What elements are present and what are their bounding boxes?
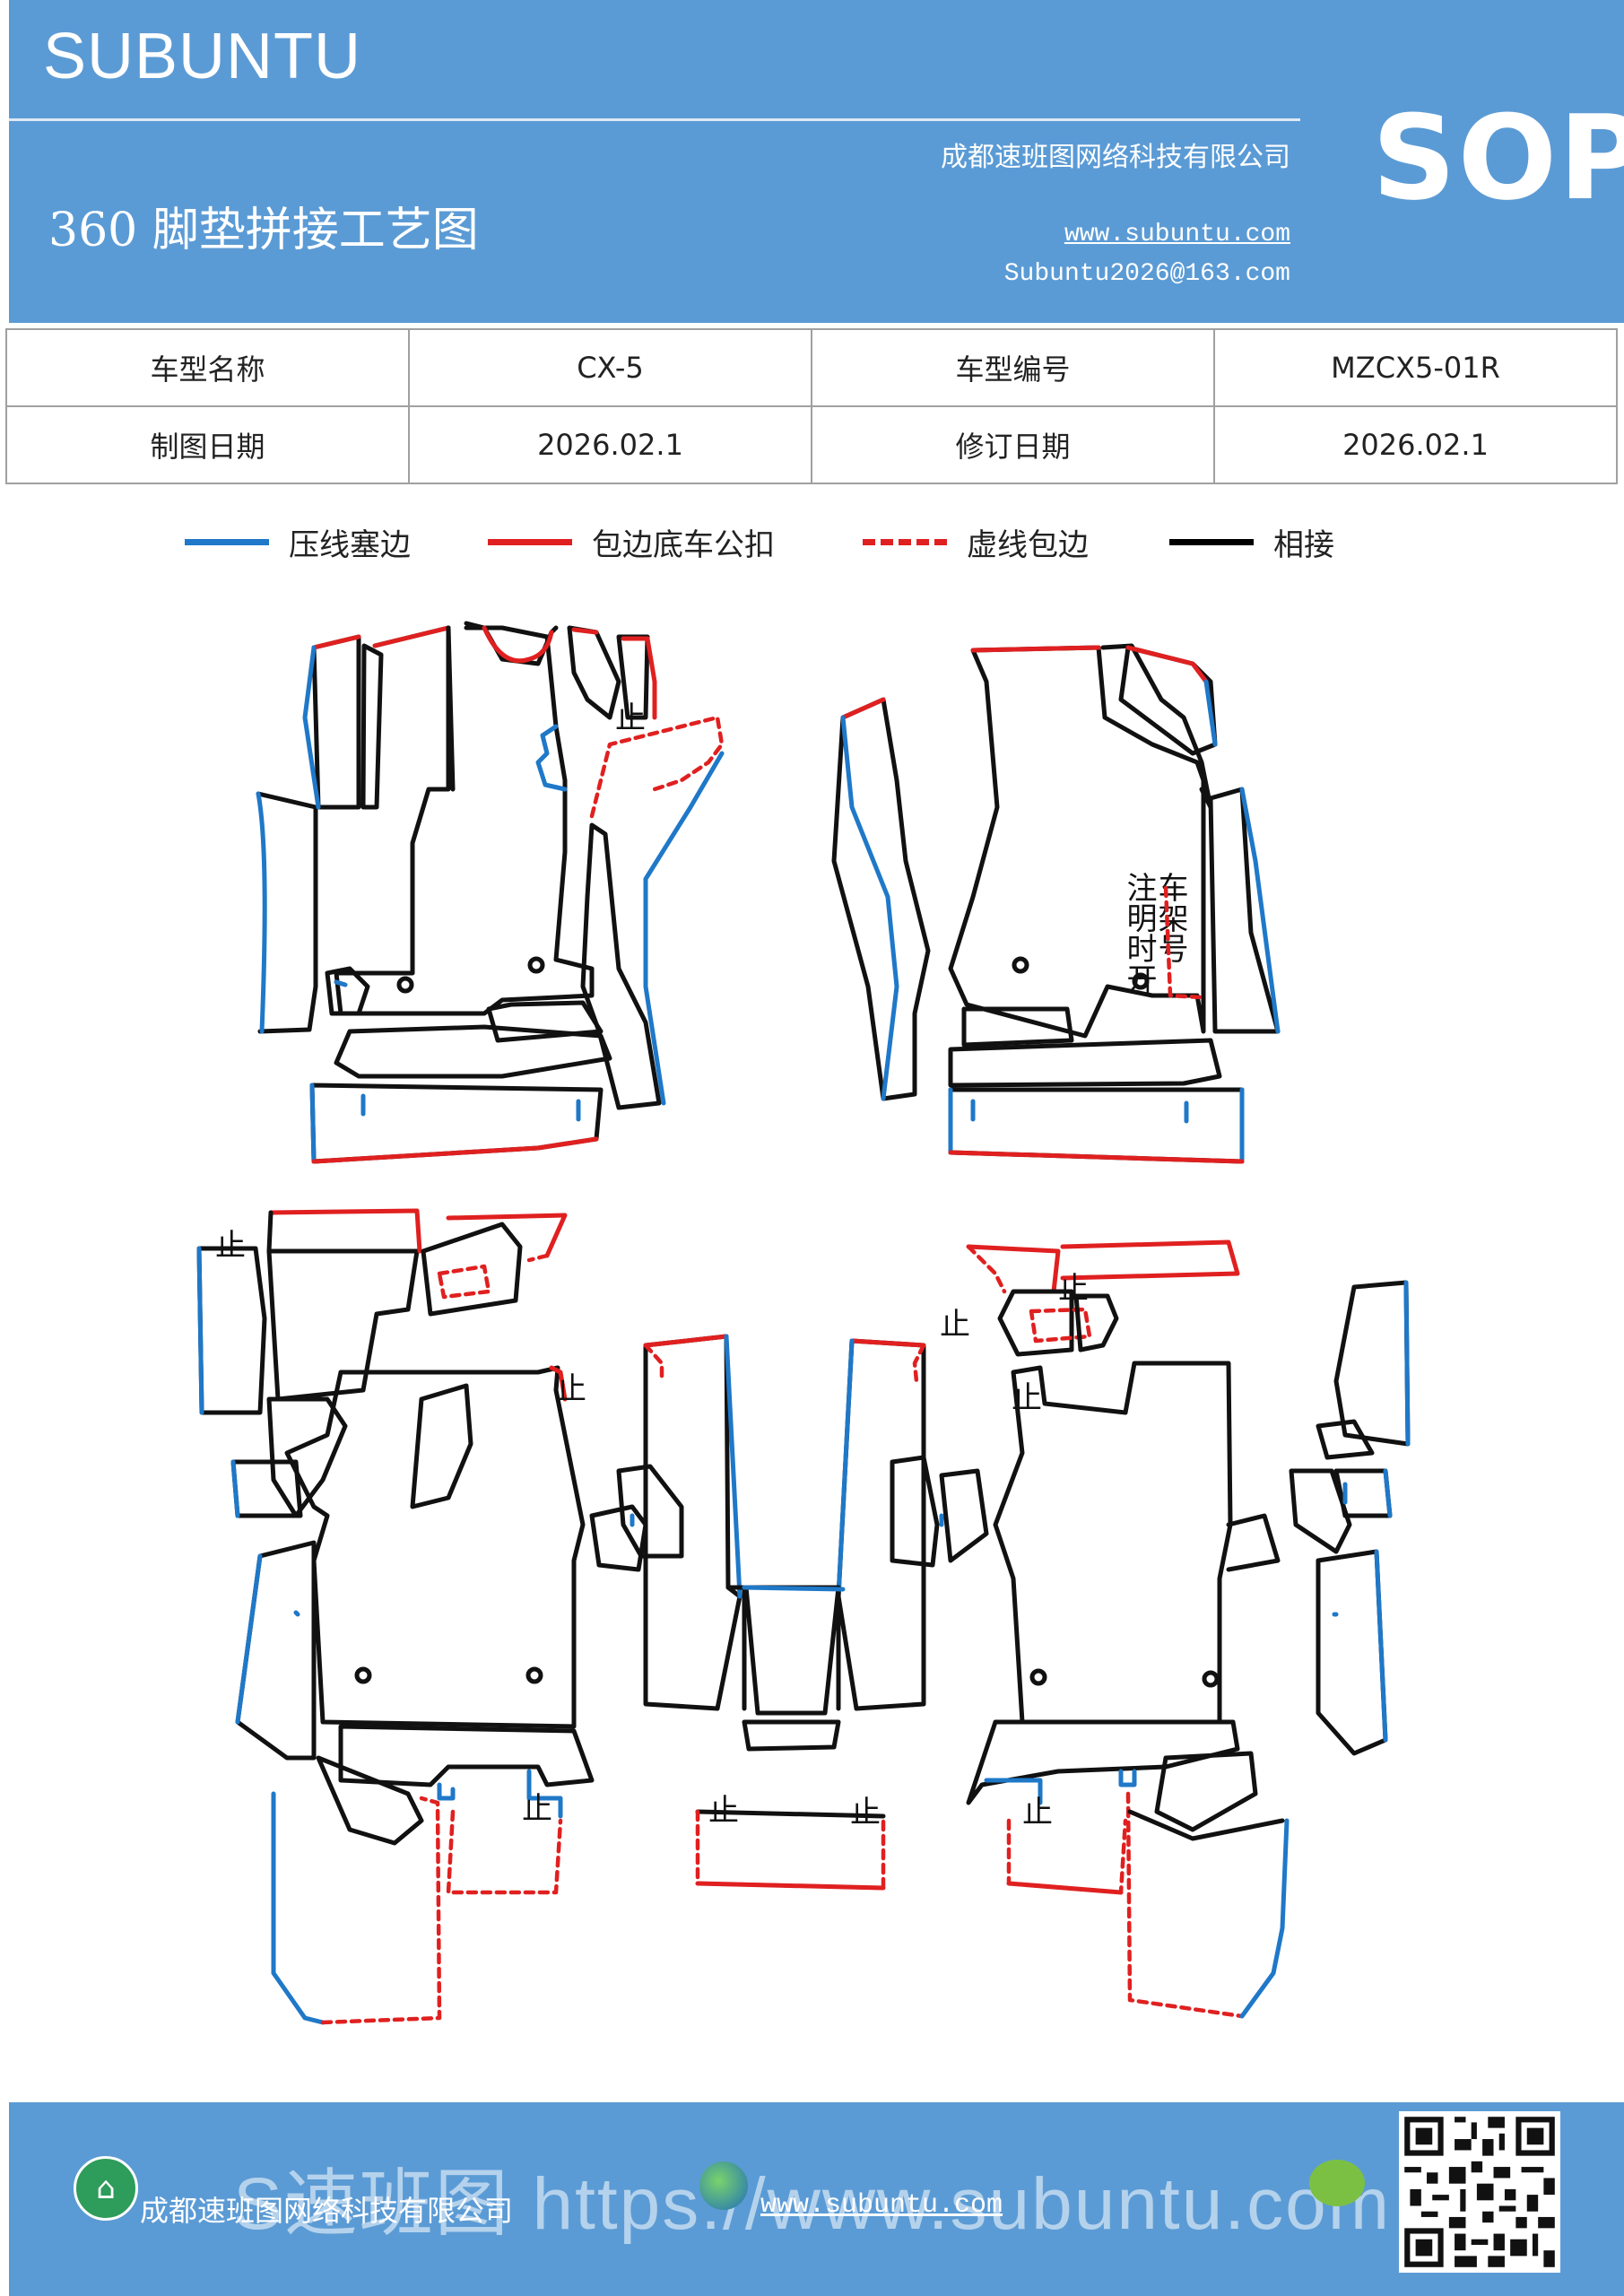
brand-logo-text: SUBUNTU [43, 21, 362, 92]
legend-label: 压线塞边 [289, 527, 411, 563]
stop-mark: 止 [1022, 1795, 1053, 1831]
revise-date-label: 修订日期 [811, 405, 1215, 484]
footer-watermark: S速班图 https://www.subuntu.com [233, 2163, 1392, 2245]
table-row: 制图日期 2026.02.1 修订日期 2026.02.1 [5, 405, 1618, 484]
stop-mark: 止 [940, 1307, 970, 1343]
legend-label: 相接 [1273, 527, 1334, 563]
legend-label: 包边底车公扣 [592, 527, 775, 563]
top-right-mat-group: 注明时开 车架号 [831, 643, 1281, 1164]
draw-date-value: 2026.02.1 [408, 405, 812, 484]
globe-icon [699, 2161, 748, 2210]
legend: 压线塞边 包边底车公扣 虚线包边 相接 [0, 520, 1624, 565]
vehicle-info-table: 车型名称 CX-5 车型编号 MZCX5-01R 制图日期 2026.02.1 … [5, 328, 1618, 484]
legend-label: 虚线包边 [967, 527, 1089, 563]
header-divider [9, 118, 1300, 121]
wechat-icon [1309, 2160, 1365, 2206]
company-name: 成都速班图网络科技有限公司 [941, 142, 1290, 173]
stop-mark: 止 [1058, 1271, 1089, 1307]
stop-mark: 止 [850, 1795, 881, 1831]
header-banner: SUBUNTU 360 脚垫拼接工艺图 成都速班图网络科技有限公司 www.su… [9, 0, 1624, 323]
document-title: 360 脚垫拼接工艺图 [48, 204, 479, 257]
stop-mark: 止 [615, 700, 646, 736]
contact-email[interactable]: Subuntu2026@163.com [1003, 260, 1290, 288]
bottom-center-mat-group: 止 止 [589, 1334, 989, 1891]
model-code-label: 车型编号 [811, 328, 1215, 407]
stop-mark: 止 [215, 1228, 246, 1264]
footer-website-link[interactable]: www.subuntu.com [760, 2190, 1003, 2221]
qr-code [1399, 2111, 1560, 2273]
legend-item-press-line: 压线塞边 [185, 520, 411, 564]
table-row: 车型名称 CX-5 车型编号 MZCX5-01R [5, 328, 1618, 407]
footer-banner: ⌂ S速班图 https://www.subuntu.com 成都速班图网络科技… [9, 2102, 1624, 2296]
revise-date-value: 2026.02.1 [1213, 405, 1618, 484]
stop-mark: 止 [708, 1793, 739, 1829]
stop-mark: 止 [522, 1791, 552, 1827]
legend-item-dashed-wrap: 虚线包边 [863, 520, 1089, 564]
stop-mark: 止 [556, 1371, 586, 1407]
top-left-mat-group: 止 [256, 621, 725, 1164]
bottom-right-mat-group: 止 止 止 止 [940, 1239, 1411, 2019]
model-name-value: CX-5 [408, 328, 812, 407]
building-icon: ⌂ [74, 2156, 138, 2221]
bottom-left-mat-group: 止 止 止 [196, 1208, 595, 2025]
legend-swatch-blue [185, 539, 269, 545]
legend-item-joined: 相接 [1169, 520, 1334, 564]
legend-swatch-black [1169, 539, 1254, 545]
draw-date-label: 制图日期 [5, 405, 410, 484]
stop-mark: 止 [1012, 1380, 1042, 1416]
model-name-label: 车型名称 [5, 328, 410, 407]
legend-swatch-red [488, 539, 572, 545]
model-code-value: MZCX5-01R [1213, 328, 1618, 407]
website-link[interactable]: www.subuntu.com [1064, 221, 1290, 248]
sop-badge: SOP [1372, 90, 1624, 226]
footer-company-name: 成都速班图网络科技有限公司 [140, 2194, 514, 2228]
legend-swatch-red-dashed [863, 539, 947, 545]
legend-item-wrap-edge: 包边底车公扣 [488, 520, 775, 564]
